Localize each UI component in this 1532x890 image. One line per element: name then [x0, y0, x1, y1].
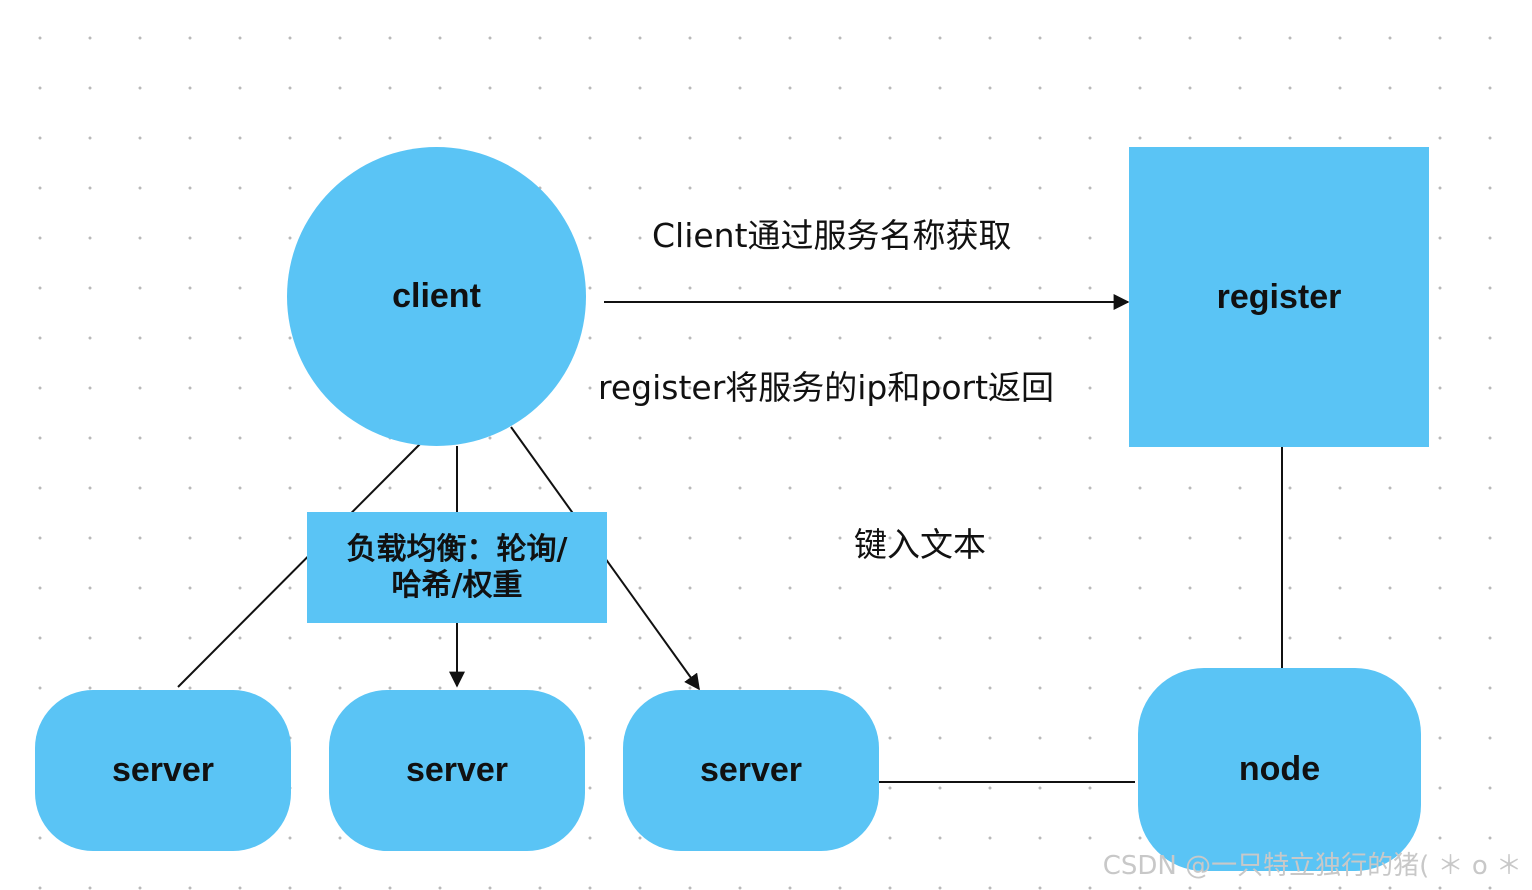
server-node-left-label: server	[111, 751, 215, 789]
load-balancer-line-2: 哈希/权重	[391, 567, 523, 603]
server-node-left[interactable]: server	[35, 690, 291, 851]
server-node-right[interactable]: server	[623, 690, 879, 851]
placeholder-text-label[interactable]: 键入文本	[854, 525, 986, 564]
response-edge-label[interactable]: register将服务的ip和port返回	[598, 368, 1055, 407]
server-node-middle[interactable]: server	[329, 690, 585, 851]
server-node-right-label: server	[699, 751, 803, 789]
watermark: CSDN @一只特立独行的猪( ＊ o ＊	[1102, 851, 1522, 881]
load-balancer-box[interactable]: 负载均衡：轮询/ 哈希/权重	[307, 512, 607, 623]
register-node[interactable]: register	[1129, 147, 1429, 447]
client-node[interactable]: client	[287, 147, 586, 446]
node-node[interactable]: node	[1138, 668, 1421, 871]
client-node-label: client	[392, 277, 481, 315]
register-node-label: register	[1216, 277, 1342, 316]
load-balancer-line-1: 负载均衡：轮询/	[346, 531, 568, 567]
edge-client-server-left	[177, 443, 421, 688]
node-node-label: node	[1238, 750, 1321, 788]
request-edge-label[interactable]: Client通过服务名称获取	[652, 216, 1012, 255]
server-node-middle-label: server	[405, 751, 509, 789]
